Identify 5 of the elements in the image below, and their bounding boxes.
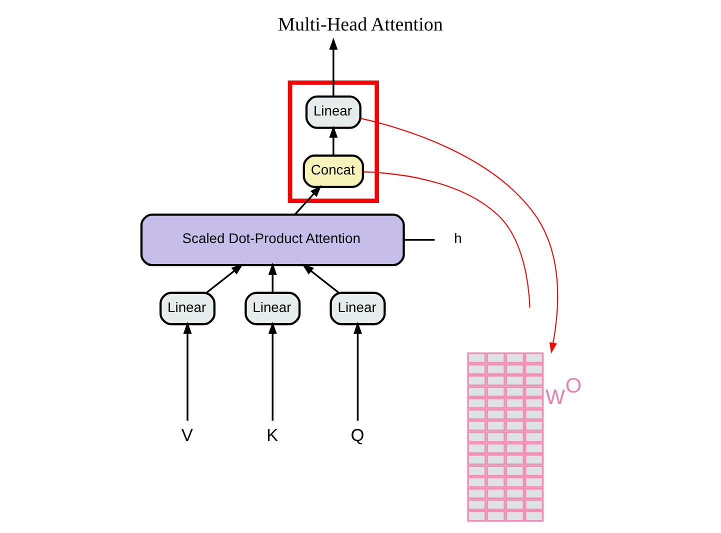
node-text: V — [180, 424, 193, 445]
node-text: Q — [350, 424, 364, 445]
node-label: h — [454, 230, 462, 246]
diagram-title: Multi-Head Attention — [278, 14, 442, 36]
node-text: K — [266, 424, 278, 445]
